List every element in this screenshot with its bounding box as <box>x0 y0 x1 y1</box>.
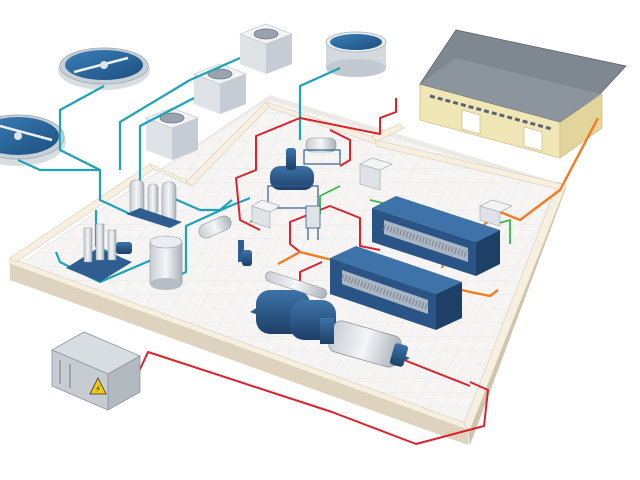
vessel <box>147 183 159 215</box>
turbine-generator <box>250 271 410 368</box>
drum-body <box>270 166 314 190</box>
warehouse-door-2 <box>523 126 543 152</box>
warehouse-roof-front <box>420 58 600 122</box>
control-panel-1 <box>359 157 393 191</box>
panel-top <box>251 199 281 213</box>
clarifier-center <box>100 61 108 69</box>
wall-warehouse-notch <box>371 123 405 143</box>
water-pipe <box>118 56 241 170</box>
power-line <box>329 129 351 167</box>
clarifier-bridge <box>0 124 53 142</box>
power-line <box>235 98 397 231</box>
filter-press-top <box>330 246 462 294</box>
filter-plate-lines <box>341 274 429 310</box>
signal-pipe <box>495 219 511 244</box>
hazard-symbol: ⚡ <box>95 385 101 395</box>
exchanger-support <box>238 240 244 262</box>
control-panel-3 <box>479 199 513 227</box>
clarifier-tank-top <box>58 47 150 90</box>
condenser-body <box>305 137 337 153</box>
transformer-side <box>107 355 141 411</box>
pump-column <box>95 223 105 261</box>
cooling-unit-3 <box>145 107 199 160</box>
pump-column <box>83 227 93 263</box>
filter-press-plates <box>342 270 428 314</box>
control-panel-2 <box>251 199 281 229</box>
cooling-fan-icon <box>207 68 233 80</box>
clarifier-center <box>14 132 22 140</box>
water-pipe <box>58 85 105 171</box>
wall-front-left <box>10 262 468 445</box>
cooling-fan-icon <box>159 112 185 124</box>
small-pump <box>242 250 252 266</box>
cooling-unit-1 <box>239 23 293 74</box>
turbine-top-pipe <box>265 271 327 299</box>
storage-tank <box>325 31 387 77</box>
valve-stand <box>305 205 321 240</box>
power-line <box>289 205 381 253</box>
water-pipe <box>138 97 195 184</box>
tank-bottom <box>150 278 182 290</box>
clarifier-tank-left <box>0 114 66 166</box>
pump-motor <box>116 242 132 254</box>
turbine-support <box>320 318 334 344</box>
vertical-vessel-group <box>126 179 182 228</box>
panel-top <box>479 199 513 213</box>
storage-tank-bottom <box>326 59 386 77</box>
water-pipe <box>167 194 233 212</box>
water-pipe <box>298 66 341 140</box>
cylindrical-tank <box>149 235 183 290</box>
storage-tank-water <box>330 34 382 50</box>
clarifier-water <box>0 117 59 155</box>
filter-plate-lines <box>383 224 469 258</box>
exchanger-shell <box>198 215 232 239</box>
panel-top <box>359 157 393 171</box>
condenser-unit <box>303 137 341 165</box>
boiler-drum <box>267 148 319 209</box>
wall-back-right-2 <box>375 139 563 191</box>
outer-wall <box>9 101 567 445</box>
heat-exchanger <box>198 215 244 262</box>
wall-front-right <box>468 186 566 445</box>
filter-press-upper <box>372 196 500 276</box>
cooling-unit-right <box>220 74 246 114</box>
vessel <box>161 181 177 223</box>
warehouse-building <box>419 29 627 159</box>
water-pipe <box>17 158 131 215</box>
cooling-fan-icon <box>253 28 279 40</box>
pump-skid <box>66 223 132 282</box>
warehouse-window-row <box>429 94 553 131</box>
drum-stack <box>286 148 296 170</box>
tank-top <box>149 235 183 249</box>
warehouse-door-1 <box>461 109 481 135</box>
power-line <box>135 351 489 445</box>
power-line <box>403 359 471 387</box>
wall-front-right-top <box>463 181 567 431</box>
transformer-box: ⚡ <box>51 331 141 411</box>
warehouse-side-wall <box>559 93 603 159</box>
electric-hazard-icon <box>89 377 107 395</box>
power-lines <box>135 98 489 445</box>
filter-press-end <box>476 230 500 276</box>
filter-press-lower <box>330 246 462 330</box>
cooling-unit-2 <box>193 63 247 114</box>
filter-press-top <box>372 196 500 242</box>
cooling-unit-right <box>266 34 292 74</box>
vessel-skid <box>126 208 182 228</box>
pump-column <box>107 229 117 261</box>
valve-box <box>305 205 321 229</box>
tank-body <box>149 241 183 285</box>
drum-frame <box>267 185 319 209</box>
generator-cap <box>389 343 409 367</box>
condenser-frame <box>303 149 341 165</box>
cooling-unit-right <box>172 118 198 160</box>
filter-press-end <box>436 282 462 330</box>
small-pump-body <box>242 250 252 266</box>
